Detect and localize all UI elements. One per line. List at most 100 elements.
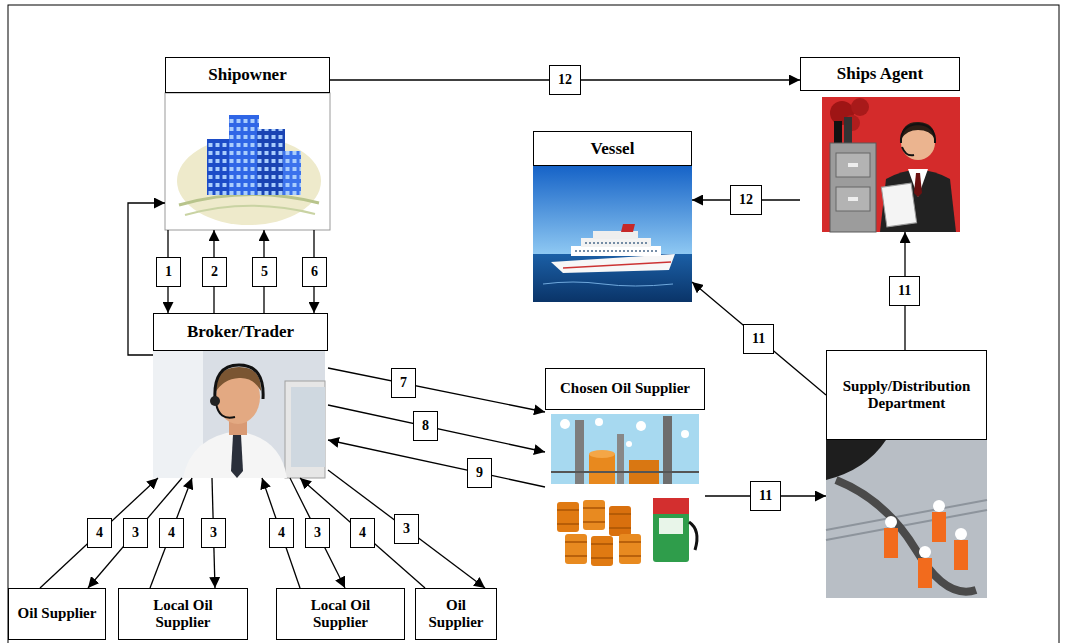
flow-arrow: [328, 368, 545, 412]
broker-picture: [231, 435, 243, 478]
office-building-picture: [283, 151, 301, 195]
refinery-picture: [653, 498, 689, 562]
deck-crew-picture: [933, 500, 945, 512]
deck-crew-picture: [954, 540, 968, 570]
ships-agent-picture: [902, 147, 914, 155]
flow-arrow: [328, 440, 545, 487]
step-number: 6: [302, 257, 327, 287]
step-number: 11: [743, 324, 774, 354]
picture-space: [826, 440, 987, 598]
flow-arrow: [262, 478, 300, 588]
ships-agent-picture: [822, 97, 960, 232]
deck-crew-picture: [826, 440, 987, 598]
outer-frame: [8, 5, 1059, 643]
cruise-ship-picture: [551, 254, 675, 273]
title-box: Supply/Distribution Department: [826, 350, 987, 440]
refinery-picture: [619, 534, 641, 564]
actor-panel: Shipowner: [165, 57, 330, 230]
refinery-picture: [589, 454, 615, 484]
refinery-picture: [557, 502, 579, 532]
cruise-ship-picture: [581, 238, 651, 247]
broker-picture: [183, 431, 287, 478]
refinery-picture: [663, 416, 672, 484]
ships-agent-picture: [830, 143, 876, 232]
node-title: Ships Agent: [837, 64, 923, 84]
picture-space: [533, 166, 692, 302]
refinery-picture: [591, 536, 613, 566]
flow-arrow: [290, 478, 345, 588]
office-building-picture: [165, 93, 330, 230]
title-box: Shipowner: [165, 57, 330, 93]
picture-space: [165, 93, 330, 230]
flow-arrow: [150, 478, 192, 588]
node-title: Local Oil Supplier: [283, 597, 398, 632]
office-building-picture: [229, 115, 259, 195]
deck-crew-picture: [919, 546, 931, 558]
cruise-ship-picture: [543, 282, 673, 286]
title-box: Broker/Trader: [153, 313, 328, 351]
refinery-picture: [557, 508, 641, 558]
supplier-box: Local Oil Supplier: [118, 588, 248, 640]
cruise-ship-picture: [533, 166, 692, 302]
step-number: 8: [413, 411, 438, 441]
ships-agent-picture: [836, 187, 870, 211]
office-building-picture: [165, 93, 330, 230]
deck-crew-picture: [932, 512, 946, 542]
refinery-picture: [575, 420, 584, 484]
step-number: 9: [467, 458, 492, 488]
broker-picture: [153, 351, 325, 478]
deck-crew-picture: [826, 440, 987, 598]
ships-agent-picture: [844, 117, 852, 143]
node-title: Local Oil Supplier: [125, 597, 241, 632]
step-number: 3: [394, 514, 419, 544]
ships-agent-picture: [848, 197, 858, 201]
step-number: 12: [730, 185, 762, 215]
step-number: 4: [350, 518, 375, 548]
step-number: 4: [269, 518, 294, 548]
refinery-picture: [589, 450, 615, 458]
step-number: 3: [123, 518, 148, 548]
deck-crew-picture: [826, 440, 886, 480]
refinery-picture: [545, 410, 705, 568]
supplier-box: Local Oil Supplier: [276, 588, 405, 640]
cruise-ship-picture: [533, 166, 692, 254]
refinery-picture: [681, 430, 689, 438]
ships-agent-picture: [822, 97, 960, 232]
refinery-picture: [653, 498, 689, 514]
title-box: Vessel: [533, 131, 692, 166]
actor-panel: Broker/Trader: [153, 313, 328, 478]
node-title: Broker/Trader: [187, 322, 294, 342]
ships-agent-picture: [848, 163, 858, 167]
title-box: Local Oil Supplier: [276, 588, 405, 640]
deck-crew-picture: [836, 480, 976, 592]
supplier-box: Oil Supplier: [415, 588, 497, 640]
broker-picture: [291, 387, 325, 467]
refinery-picture: [565, 534, 587, 564]
ships-agent-picture: [834, 121, 842, 143]
refinery-picture: [583, 500, 605, 530]
broker-picture: [216, 403, 235, 418]
flow-arrow: [40, 478, 158, 588]
office-building-picture: [257, 129, 285, 195]
office-building-picture: [257, 129, 285, 195]
refinery-picture: [595, 418, 603, 426]
ships-agent-picture: [881, 183, 916, 227]
office-building-picture: [229, 115, 259, 195]
refinery-picture: [659, 518, 683, 534]
refinery-picture: [689, 522, 697, 550]
supplier-box: Oil Supplier: [8, 588, 106, 640]
step-number: 2: [202, 257, 227, 287]
office-building-picture: [207, 139, 231, 195]
title-box: Local Oil Supplier: [118, 588, 248, 640]
office-building-picture: [283, 151, 301, 195]
picture-space: [800, 91, 960, 232]
node-title: Oil Supplier: [18, 605, 97, 622]
title-box: Chosen Oil Supplier: [545, 368, 705, 410]
node-title: Oil Supplier: [422, 597, 490, 632]
cruise-ship-picture: [593, 231, 638, 239]
broker-picture: [210, 396, 220, 406]
office-building-picture: [207, 139, 231, 195]
actor-panel: Ships Agent: [800, 57, 960, 232]
flow-arrow: [328, 405, 545, 452]
ships-agent-picture: [901, 124, 935, 143]
